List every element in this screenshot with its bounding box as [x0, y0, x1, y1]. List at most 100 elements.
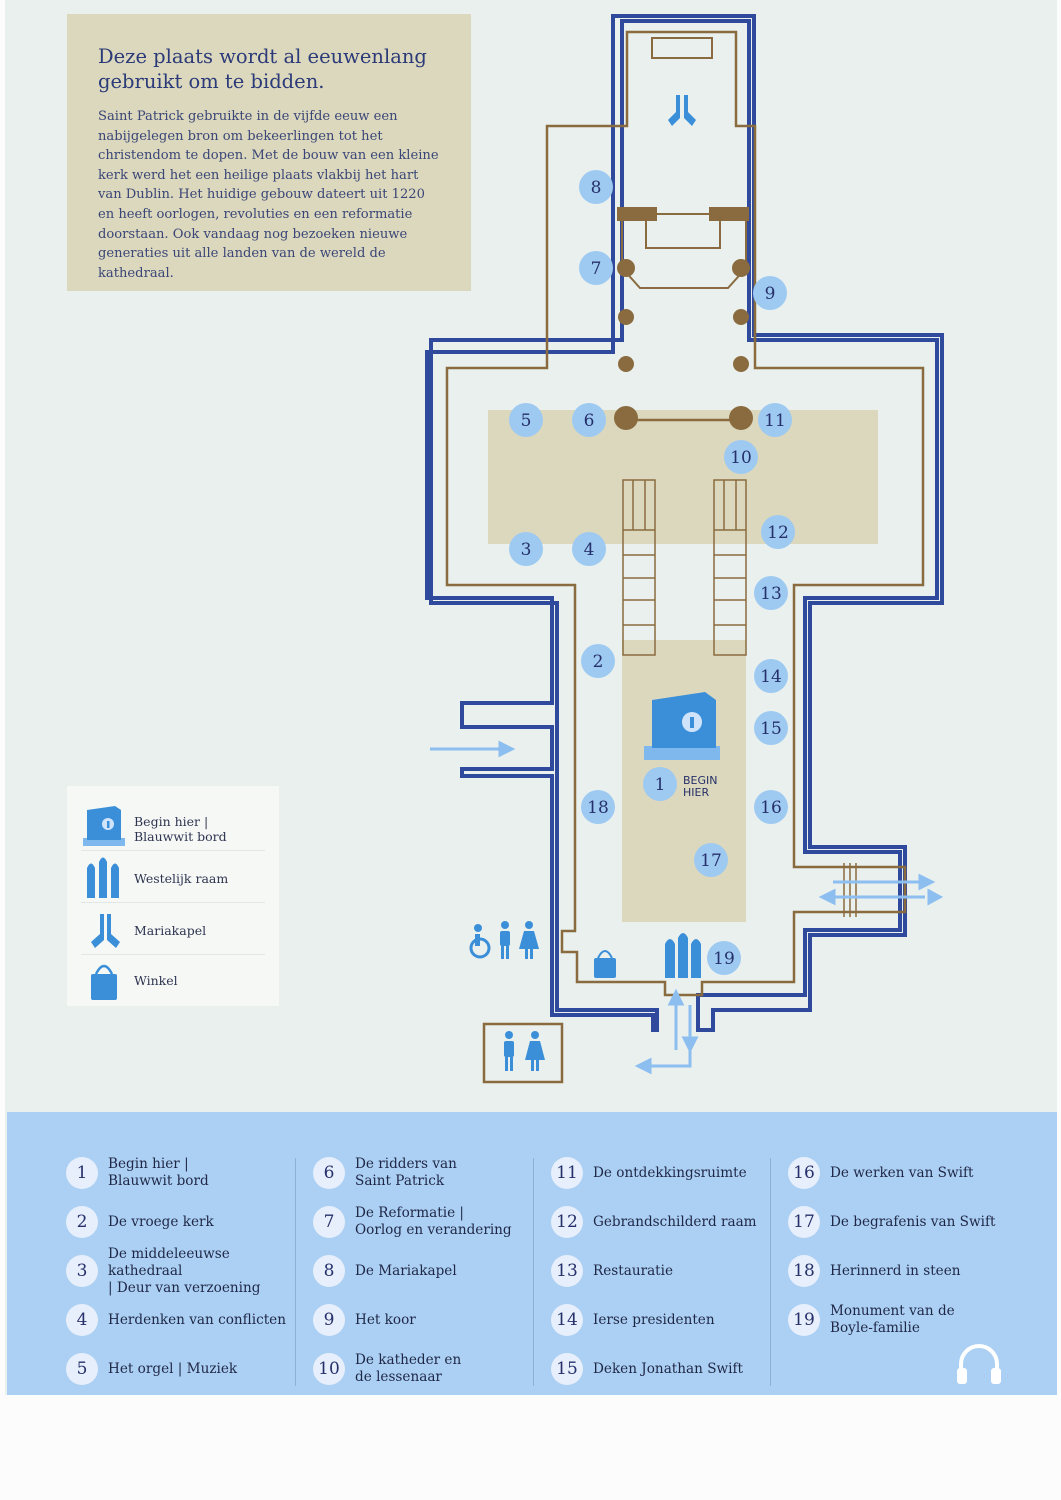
map-stop-10: 10 [724, 440, 758, 474]
map-stop-number: 2 [593, 652, 604, 672]
key-label: De Mariakapel [355, 1262, 457, 1279]
legend-divider [81, 902, 265, 903]
map-stop-marker [758, 403, 792, 437]
key-number-badge: 14 [551, 1304, 583, 1336]
map-stop-number: 8 [591, 178, 602, 198]
key-number-badge: 10 [313, 1353, 345, 1385]
map-stop-marker [581, 644, 615, 678]
toilets-icon [504, 1031, 545, 1071]
map-stop-number: 5 [521, 411, 532, 431]
map-stop-marker [579, 251, 613, 285]
map-stop-marker [509, 403, 543, 437]
map-stop-number: 14 [760, 667, 782, 687]
key-item-2: 2 De vroege kerk [66, 1202, 302, 1242]
map-stop-12: 12 [761, 515, 795, 549]
legend-label: Begin hier |Blauwwit bord [134, 814, 227, 844]
key-label: Het koor [355, 1311, 416, 1328]
key-number-badge: 5 [66, 1353, 98, 1385]
map-stop-marker [579, 170, 613, 204]
praying-hands-icon [668, 95, 696, 126]
map-stop-number: 4 [584, 540, 595, 560]
map-stop-9: 9 [753, 276, 787, 310]
key-number-badge: 11 [551, 1157, 583, 1189]
map-stop-13: 13 [754, 576, 788, 610]
legend-divider [81, 850, 265, 851]
map-stop-marker [754, 576, 788, 610]
key-number-badge: 13 [551, 1255, 583, 1287]
key-number-badge: 19 [788, 1304, 820, 1336]
map-stop-number: 6 [584, 411, 595, 431]
key-number-badge: 2 [66, 1206, 98, 1238]
cathedral-outer-wall [425, 14, 944, 1032]
map-stop-marker [724, 440, 758, 474]
choir-screen [621, 212, 747, 289]
map-stop-marker [754, 790, 788, 824]
toilet-building [482, 1022, 564, 1084]
map-stop-17: 17 [694, 843, 728, 877]
map-stop-19: 19 [707, 941, 741, 975]
legend-divider [81, 954, 265, 955]
key-label: De vroege kerk [108, 1213, 214, 1230]
east-door [843, 863, 857, 917]
map-stop-number: 11 [764, 411, 786, 431]
intro-text: Saint Patrick gebruikte in de vijfde eeu… [98, 109, 439, 281]
key-label: De middeleeuwse kathedraal| Deur van ver… [108, 1245, 261, 1296]
key-item-8: 8 De Mariakapel [313, 1251, 549, 1291]
map-stop-marker [754, 659, 788, 693]
legend-item: Winkel [81, 956, 261, 1006]
map-stop-marker [754, 711, 788, 745]
transept-area [488, 410, 878, 544]
west-window-icon [81, 854, 127, 902]
begin-label: BEGIN HIER [683, 774, 721, 799]
key-label: Herinnerd in steen [830, 1262, 961, 1279]
map-stop-number: 1 [655, 775, 666, 795]
map-stop-marker [572, 532, 606, 566]
key-divider [533, 1158, 534, 1386]
map-stop-number: 19 [713, 949, 735, 969]
map-stop-5: 5 [509, 403, 543, 437]
map-stop-marker [572, 403, 606, 437]
headphones-icon [957, 1344, 1001, 1384]
map-stop-number: 7 [591, 259, 602, 279]
key-label: De Reformatie |Oorlog en verandering [355, 1205, 512, 1238]
shop-bag-icon [594, 950, 616, 978]
map-stop-marker [509, 532, 543, 566]
key-label: Gebrandschilderd raam [593, 1213, 757, 1230]
altar [651, 37, 713, 59]
key-number-badge: 9 [313, 1304, 345, 1336]
map-stop-15: 15 [754, 711, 788, 745]
map-stop-18: 18 [581, 790, 615, 824]
legend-item: Mariakapel [81, 906, 261, 956]
wheelchair-icon [469, 924, 491, 959]
info-board-icon [81, 802, 127, 850]
key-number-badge: 8 [313, 1255, 345, 1287]
key-item-9: 9 Het koor [313, 1300, 549, 1340]
west-window-icon [665, 933, 701, 978]
map-stop-number: 9 [765, 284, 776, 304]
map-stop-number: 16 [760, 798, 782, 818]
map-stop-number: 13 [760, 584, 782, 604]
map-stop-number: 12 [767, 523, 789, 543]
key-number-badge: 16 [788, 1157, 820, 1189]
map-stop-16: 16 [754, 790, 788, 824]
map-stop-marker [707, 941, 741, 975]
key-divider [770, 1158, 771, 1386]
key-label: Ierse presidenten [593, 1311, 715, 1328]
map-stop-6: 6 [572, 403, 606, 437]
